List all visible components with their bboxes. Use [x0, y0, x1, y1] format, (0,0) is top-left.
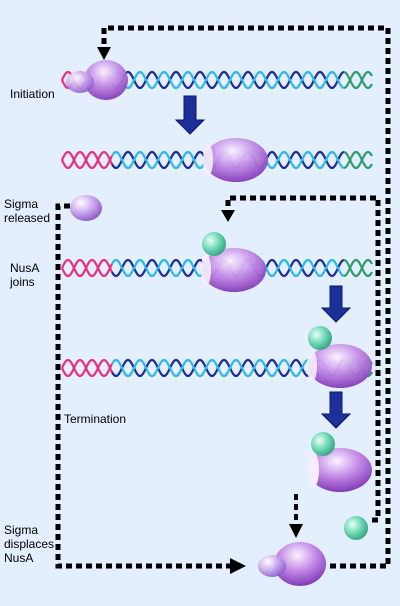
nusa-joins-label: NusA joins	[10, 261, 39, 289]
sigma-factor	[66, 71, 94, 93]
cycle-loop-arrow-inner	[221, 195, 381, 523]
sigma-displaces-label-line-1: Sigma	[4, 523, 39, 537]
dna-strand	[111, 358, 345, 378]
dna-strand	[111, 358, 345, 378]
step-arrow	[320, 285, 352, 323]
nusa-protein	[311, 432, 335, 456]
rna-polymerase-core	[307, 344, 372, 388]
sigma-released-label-line-1: Sigma	[4, 197, 39, 211]
dna-helix	[61, 358, 373, 378]
step-arrow	[320, 391, 352, 429]
sigma-released-label-line-2: released	[4, 211, 51, 225]
sigma-factor	[258, 555, 286, 577]
dna-strand	[61, 258, 113, 278]
nusa-protein	[344, 516, 368, 540]
dna-strand	[111, 70, 345, 90]
rna-polymerase-core	[84, 60, 128, 100]
sigma-displaces-label-line-3: NusA	[4, 551, 34, 565]
dna-strand	[343, 150, 373, 170]
dna-strand	[61, 358, 113, 378]
sigma-displaces-label-line-2: displaces	[4, 537, 55, 551]
dna-strand	[343, 150, 373, 170]
nusa-protein	[308, 326, 332, 350]
nusa-protein	[202, 232, 226, 256]
cycle-loop-arrow-left	[55, 203, 246, 574]
sigma-factor	[70, 195, 102, 221]
dna-strand	[61, 150, 113, 170]
dna-strand	[61, 150, 113, 170]
rna-polymerase-core	[307, 448, 372, 492]
dna-strand	[61, 358, 113, 378]
dna-strand	[343, 70, 373, 90]
dna-strand	[343, 258, 373, 278]
dna-strand	[343, 258, 373, 278]
dna-strand	[61, 258, 113, 278]
nusa-joins-label-line-2: joins	[10, 275, 35, 289]
sigma-released-label: Sigma released	[4, 197, 50, 225]
dna-strand	[343, 70, 373, 90]
nusa-joins-label-line-1: NusA	[10, 261, 40, 275]
cycle-loop-arrow-outer	[97, 25, 391, 569]
sigma-return-arrow	[289, 494, 303, 538]
rna-polymerase-core	[203, 138, 268, 182]
termination-label: Termination	[64, 412, 127, 426]
sigma-displaces-nusa-label: Sigma displaces NusA	[4, 523, 55, 565]
initiation-label: Initiation	[10, 87, 55, 101]
rna-polymerase-core	[274, 542, 326, 586]
step-arrow	[174, 95, 206, 135]
rna-polymerase-core	[201, 248, 266, 292]
dna-strand	[111, 70, 345, 90]
